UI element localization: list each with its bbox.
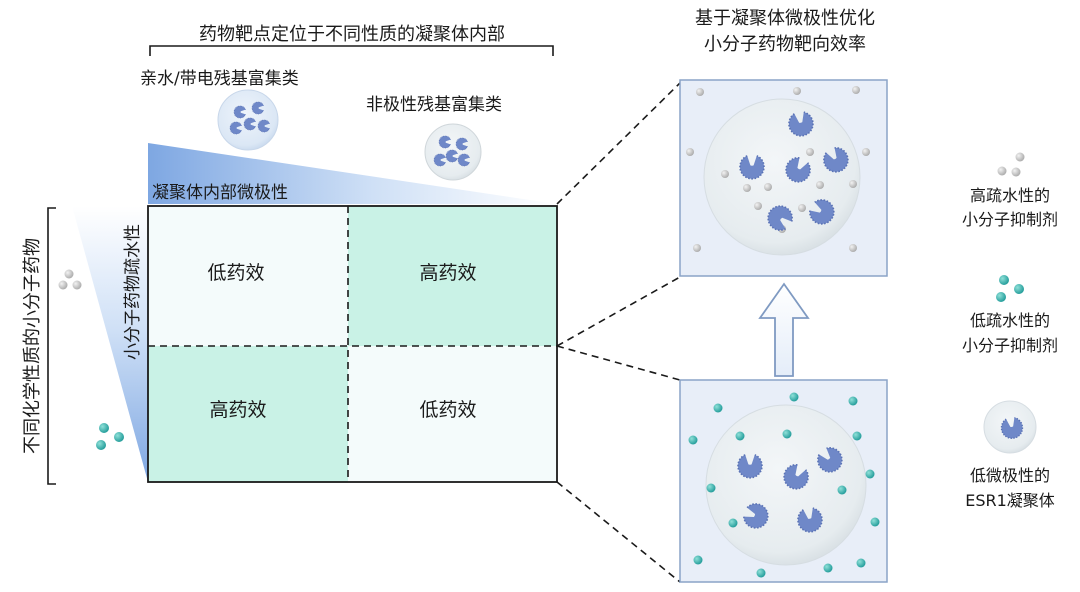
cell-bottom-left: 高药效: [209, 399, 266, 421]
legend-teal-dots-icon: [996, 275, 1024, 302]
legend-condensate-line1: 低微极性的: [970, 466, 1050, 485]
legend-low-line1: 低疏水性的: [970, 311, 1050, 330]
bracket-title: 药物靶点定位于不同性质的凝聚体内部: [199, 24, 505, 45]
droplet-hydrophilic: [217, 89, 279, 151]
legend-condensate-line2: ESR1凝聚体: [965, 491, 1055, 510]
cell-top-right: 高药效: [419, 262, 476, 284]
cell-bottom-right: 低药效: [419, 399, 476, 421]
up-arrow: [758, 282, 810, 377]
panel-low-efficacy: [679, 379, 888, 583]
left-bracket: [47, 207, 56, 485]
polarity-label: 凝聚体内部微极性: [152, 183, 288, 203]
nonpolar-label: 非极性残基富集类: [366, 95, 502, 115]
legend-high-line1: 高疏水性的: [970, 186, 1050, 205]
legend-grey-dots-icon: [997, 152, 1025, 177]
right-title-line1: 基于凝聚体微极性优化: [695, 8, 875, 29]
hydrophilic-label: 亲水/带电残基富集类: [140, 69, 299, 89]
legend-low-line2: 小分子抑制剂: [962, 336, 1058, 355]
legend-high-line2: 小分子抑制剂: [962, 210, 1058, 229]
hydrophobicity-wedge: [72, 206, 148, 482]
top-bracket: [149, 45, 554, 56]
polarity-wedge: [148, 143, 557, 204]
right-title-line2: 小分子药物靶向效率: [704, 34, 866, 55]
cell-top-left: 低药效: [207, 262, 264, 284]
hydrophobicity-label: 小分子药物疏水性: [123, 224, 143, 360]
connector-lines: [556, 82, 681, 583]
legend-condensate-icon: [983, 400, 1037, 454]
left-vertical-title: 不同化学性质的小分子药物: [22, 238, 43, 454]
droplet-nonpolar: [424, 123, 482, 181]
grey-dots-left: [58, 269, 82, 290]
teal-dots-left: [96, 423, 124, 450]
efficacy-grid: [147, 205, 558, 483]
panel-high-efficacy: [679, 79, 888, 277]
